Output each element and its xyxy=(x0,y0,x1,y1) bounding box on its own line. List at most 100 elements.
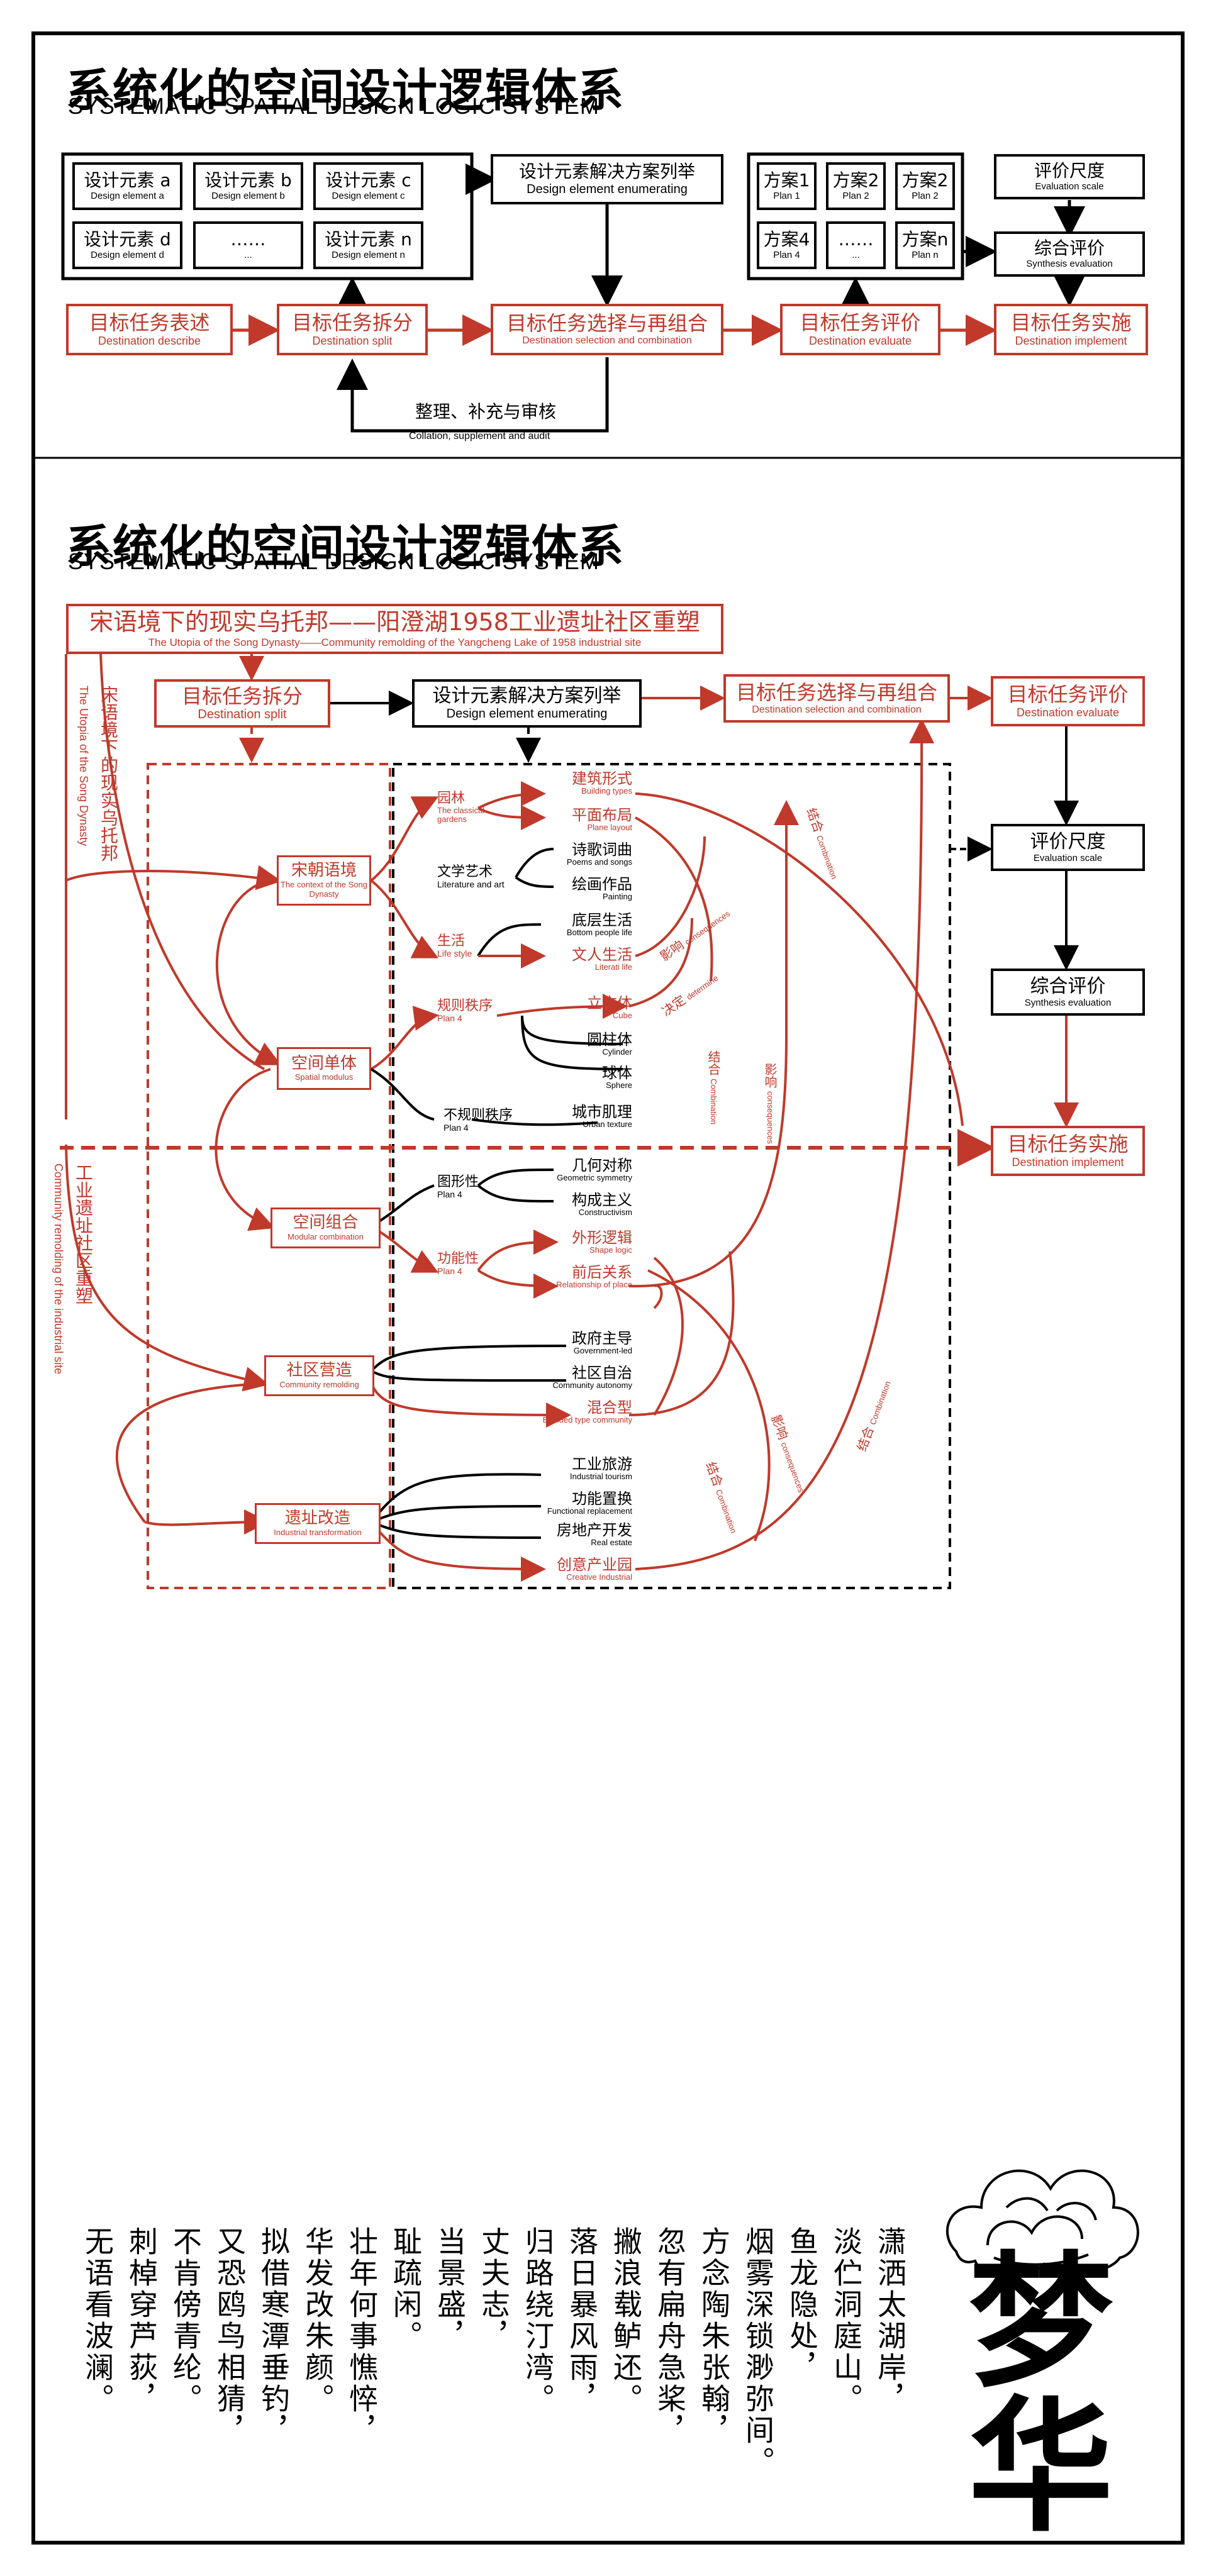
flow-step: 目标任务表述 Destination describe xyxy=(66,304,233,355)
sub-branch-en: The classical gardens xyxy=(437,806,485,824)
leaf-en: Functional replacement xyxy=(547,1506,632,1516)
enumerating-en: Design element enumerating xyxy=(527,182,688,196)
element-en: ... xyxy=(244,250,252,261)
synthesis-box-2: 综合评价 Synthesis evaluation xyxy=(991,969,1145,1016)
category-cn: 宋朝语境 xyxy=(291,861,357,880)
section2-connectors xyxy=(60,651,1079,1589)
synthesis2-cn: 综合评价 xyxy=(1030,975,1106,997)
category-box: 空间组合 Modular combination xyxy=(271,1208,381,1248)
section1-subtitle: SYSTEMATIC SPATIAL DESIGN LOGIC SYSTEM xyxy=(68,93,600,119)
evaluate-cn: 目标任务评价 xyxy=(1007,682,1129,707)
leaf-en: Community autonomy xyxy=(552,1380,632,1391)
plan-en: Plan 2 xyxy=(842,191,869,202)
vertical-label-utopia-en: The Utopia of the Song Dynasty xyxy=(77,686,90,847)
leaf-en: Cylinder xyxy=(602,1047,632,1057)
element-en: Design element c xyxy=(332,191,405,202)
element-cn: 设计元素 a xyxy=(84,170,171,191)
selection-box: 目标任务选择与再组合 Destination selection and com… xyxy=(723,674,950,723)
element-en: Design element n xyxy=(332,250,405,261)
poem-line: 无语看波澜。 xyxy=(81,2226,114,2415)
design-element-box: …… ... xyxy=(193,221,303,269)
design-element-box: 设计元素 c Design element c xyxy=(313,162,423,210)
eval-scale2-en: Evaluation scale xyxy=(1033,853,1103,864)
project-header-cn: 宋语境下的现实乌托邦——阳澄湖1958工业遗址社区重塑 xyxy=(89,608,700,636)
sub-branch-cn: 功能性 xyxy=(437,1251,479,1267)
synthesis-box: 综合评价 Synthesis evaluation xyxy=(994,231,1145,277)
element-cn: 设计元素 n xyxy=(325,229,412,250)
plan-cn: 方案4 xyxy=(763,229,810,250)
plan-box: 方案1 Plan 1 xyxy=(757,162,817,210)
leaf-en: Poems and songs xyxy=(566,857,632,867)
sub-branch-label: 生活 Life style xyxy=(437,933,472,959)
sub-branch-cn: 不规则秩序 xyxy=(443,1108,513,1123)
flow-en: Destination describe xyxy=(98,335,201,348)
sub-branch-en: Plan 4 xyxy=(437,1189,462,1200)
category-box: 社区营造 Community remolding xyxy=(264,1355,374,1396)
element-en: Design element d xyxy=(91,250,164,261)
flow-step: 目标任务实施 Destination implement xyxy=(994,304,1148,355)
relation-label-combine-2: 结合 Combination xyxy=(705,1050,723,1124)
plan-en: Plan n xyxy=(912,250,939,261)
evaluate-box: 目标任务评价 Destination evaluate xyxy=(991,676,1145,726)
leaf-cn: 工业旅游 xyxy=(572,1455,632,1473)
vertical-label-utopia-cn: 宋语境下的现实乌托邦 xyxy=(98,686,119,862)
flow-en: Destination evaluate xyxy=(808,335,912,348)
poem-line: 壮年何事憔悴， xyxy=(345,2226,379,2446)
category-en: Community remolding xyxy=(279,1379,359,1389)
category-box: 空间单体 Spatial modulus xyxy=(277,1047,371,1090)
implement-en: Destination implement xyxy=(1012,1156,1124,1169)
flow-cn: 目标任务拆分 xyxy=(291,311,413,335)
plan-box: 方案n Plan n xyxy=(895,221,955,269)
selection-en: Destination selection and combination xyxy=(752,704,922,715)
flow-step: 目标任务拆分 Destination split xyxy=(277,304,428,355)
category-cn: 社区营造 xyxy=(286,1361,352,1380)
leaf-cn: 构成主义 xyxy=(572,1191,632,1209)
poem-line: 耻疏闲。 xyxy=(389,2226,423,2352)
selection-cn: 目标任务选择与再组合 xyxy=(735,680,937,704)
flow-cn: 目标任务评价 xyxy=(800,311,921,335)
cloud-ornament-icon xyxy=(945,2169,1139,2277)
enumerating-box-2: 设计元素解决方案列举 Design element enumerating xyxy=(412,679,642,728)
plan-en: Plan 2 xyxy=(912,191,939,202)
calligraphy-text: 梦华 xyxy=(944,2245,1113,2534)
evaluation-scale-box: 评价尺度 Evaluation scale xyxy=(994,154,1145,199)
plan-cn: …… xyxy=(838,229,874,250)
project-header-box: 宋语境下的现实乌托邦——阳澄湖1958工业遗址社区重塑 The Utopia o… xyxy=(66,604,723,654)
page-frame xyxy=(31,31,1185,2545)
relation-cn: 影响 xyxy=(762,1063,778,1088)
poem-line: 不肯傍青纶。 xyxy=(169,2226,203,2415)
section1-title: 系统化的空间设计逻辑体系 xyxy=(66,64,625,117)
leaf-en: Urban texture xyxy=(583,1119,632,1130)
category-box: 宋朝语境 The context of the Song Dynasty xyxy=(277,855,371,906)
split-box: 目标任务拆分 Destination split xyxy=(154,679,330,728)
sub-branch-label: 图形性 Plan 4 xyxy=(437,1174,479,1200)
leaf-cn: 球体 xyxy=(602,1064,632,1082)
implement-box: 目标任务实施 Destination implement xyxy=(991,1126,1145,1176)
leaf-en: Blended type community xyxy=(542,1415,632,1425)
design-element-box: 设计元素 n Design element n xyxy=(313,221,423,269)
element-en: Design element a xyxy=(91,191,164,202)
leaf-cn: 功能置换 xyxy=(572,1490,632,1507)
leaf-cn: 创意产业园 xyxy=(557,1556,632,1574)
plan-box: 方案4 Plan 4 xyxy=(757,221,817,269)
leaf-en: Government-led xyxy=(573,1346,632,1356)
section2-subtitle: SYSTEMATIC SPATIAL DESIGN LOGIC SYSTEM xyxy=(68,548,600,574)
leaf-en: Constructivism xyxy=(578,1208,632,1218)
design-element-box: 设计元素 b Design element b xyxy=(193,162,303,210)
leaf-en: Real estate xyxy=(591,1538,632,1548)
feedback-label-en: Collation, supplement and audit xyxy=(409,431,550,441)
plan-cn: 方案2 xyxy=(832,170,879,191)
element-cn: …… xyxy=(230,229,266,250)
leaf-cn: 房地产开发 xyxy=(557,1521,632,1539)
